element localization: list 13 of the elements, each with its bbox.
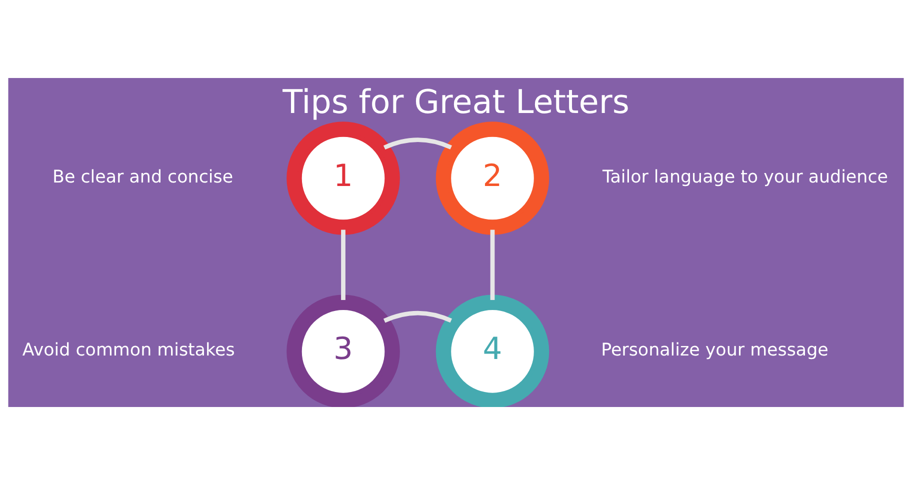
connector (341, 230, 346, 300)
node-circle: 4 (436, 294, 550, 407)
node-circle: 3 (286, 294, 400, 407)
node-label: Tailor language to your audience (602, 167, 888, 188)
diagram-title: Tips for Great Letters (282, 82, 630, 121)
node-circle: 1 (286, 122, 400, 235)
node-circle: 2 (436, 122, 550, 235)
node-label: Personalize your message (601, 340, 828, 361)
connector (490, 230, 495, 300)
node-label: Be clear and concise (52, 167, 234, 188)
connector (384, 138, 452, 150)
node-label: Avoid common mistakes (22, 340, 235, 361)
connector (384, 310, 452, 323)
